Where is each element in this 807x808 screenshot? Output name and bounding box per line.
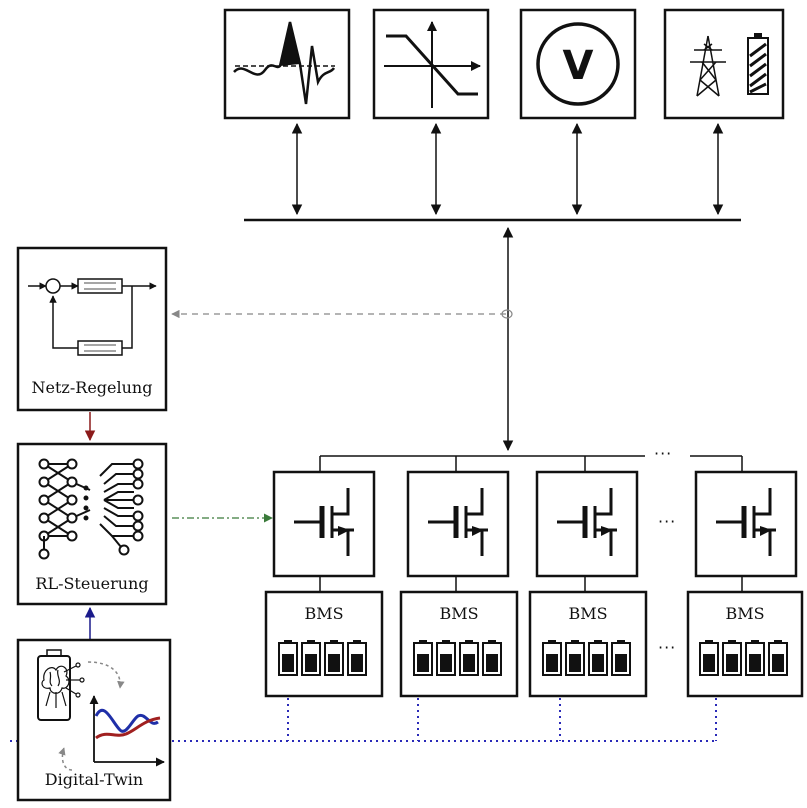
bms-label: BMS	[568, 604, 608, 623]
converter-bus	[319, 455, 743, 472]
converter-block	[535, 470, 639, 578]
digital-twin-label: Digital-Twin	[44, 770, 144, 789]
top-blocks: V	[223, 8, 785, 120]
converter-row	[272, 470, 798, 578]
neural-network-icon	[38, 458, 144, 560]
digital-twin-icon	[37, 649, 165, 771]
converter-bms-links	[319, 576, 743, 592]
digital-twin-data-links	[10, 698, 717, 742]
bms-label: BMS	[725, 604, 765, 623]
top-bus-connectors	[291, 122, 724, 216]
bus-ellipsis: ···	[654, 444, 673, 463]
battery-icon	[747, 33, 769, 95]
brain-icon	[41, 662, 85, 708]
grid-and-battery-icon	[690, 33, 769, 97]
bms-label: BMS	[439, 604, 479, 623]
droop-characteristic-icon	[384, 21, 481, 108]
grid-disturbance-icon	[233, 21, 336, 105]
grid-control-block	[16, 246, 168, 412]
bms-label: BMS	[304, 604, 344, 623]
voltage-symbol: V	[563, 43, 594, 89]
power-tower-icon	[690, 35, 726, 97]
rl-control-label: RL-Steuerung	[35, 574, 149, 593]
measurement-point	[501, 309, 513, 319]
control-loop-icon	[28, 278, 157, 356]
bms-row	[264, 590, 804, 698]
grid-control-label: Netz-Regelung	[31, 378, 153, 397]
voltage-source-icon: V	[536, 22, 620, 106]
converter-ellipsis: ···	[658, 512, 677, 531]
bms-ellipsis: ···	[658, 638, 677, 657]
